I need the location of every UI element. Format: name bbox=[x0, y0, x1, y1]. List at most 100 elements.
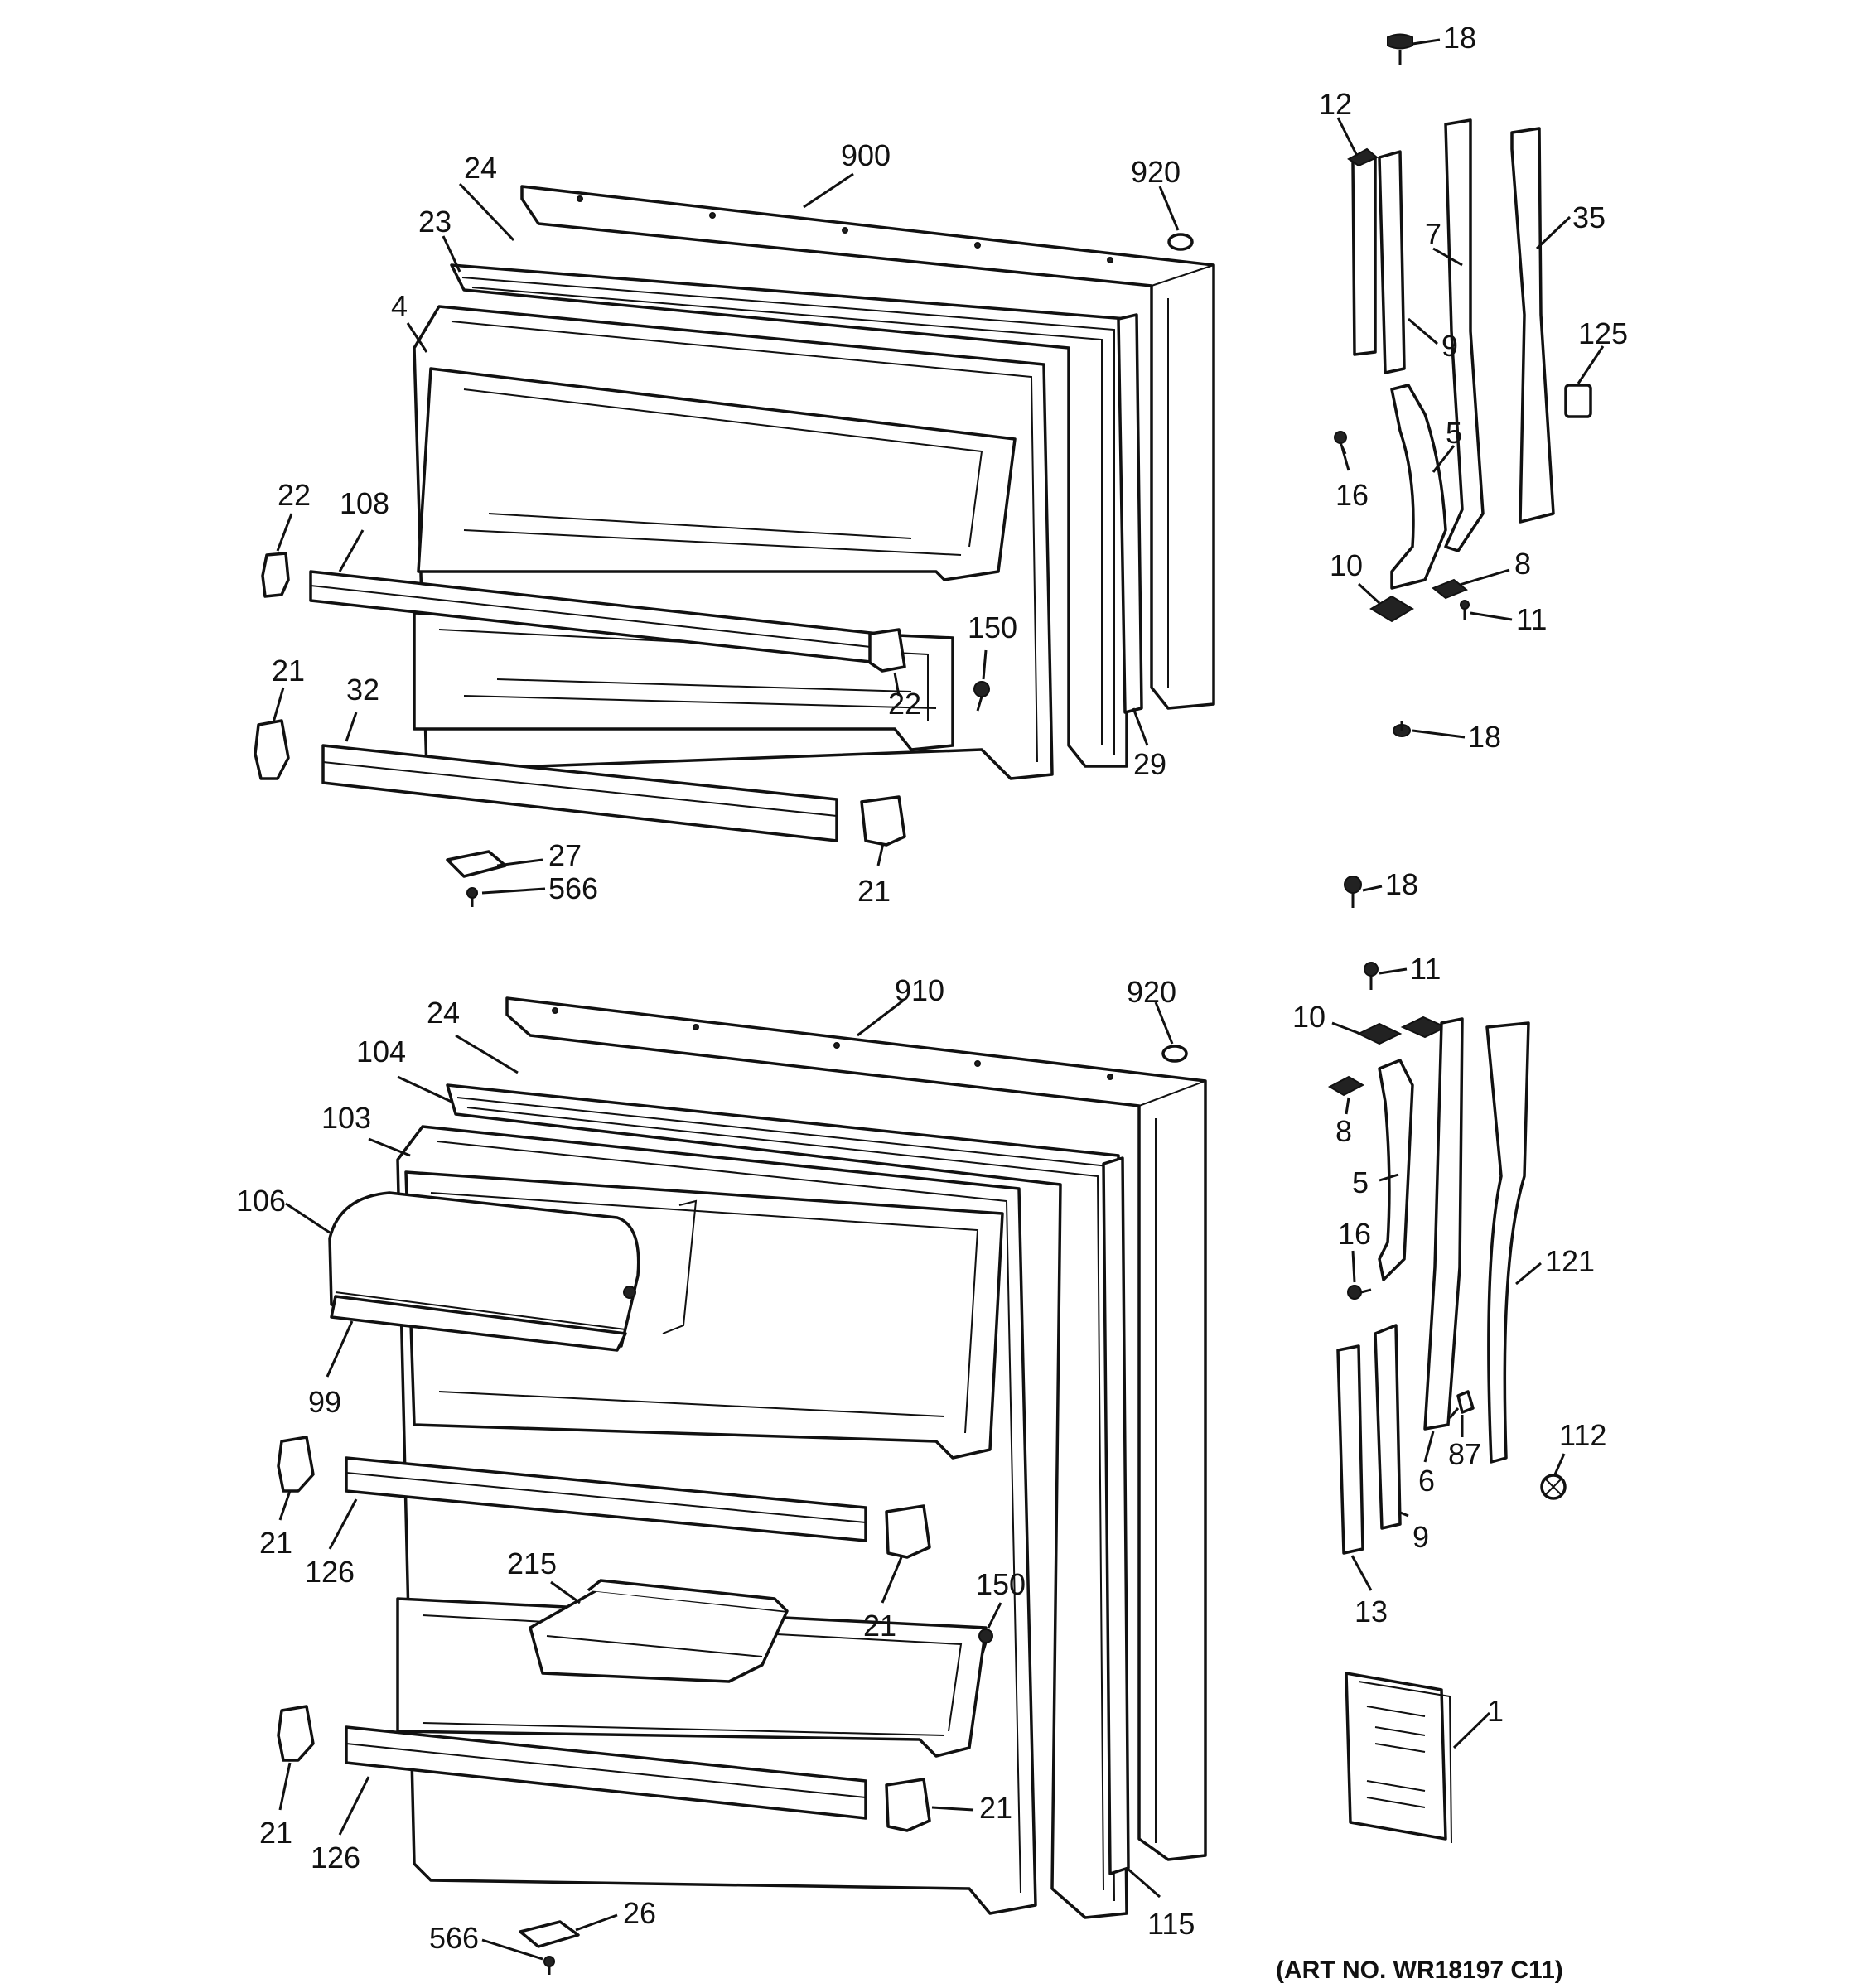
hinge-cover-9-upper bbox=[1378, 150, 1406, 374]
fresh-food-outer-door-panel bbox=[505, 996, 1207, 1861]
callout-22-right: 22 bbox=[888, 687, 921, 721]
callout-106: 106 bbox=[236, 1184, 286, 1218]
freezer-door-assembly bbox=[254, 185, 1215, 907]
shelf-end-cap-21-lower-right bbox=[885, 1778, 931, 1832]
screw-87 bbox=[1448, 1390, 1475, 1419]
callout-920: 920 bbox=[1131, 155, 1181, 189]
fresh-food-callout-labels: 910 920 24 104 103 106 99 21 126 150 215… bbox=[236, 973, 1195, 1955]
callout-21-upper-right: 21 bbox=[863, 1609, 896, 1643]
hinge-bracket-10-upper bbox=[1369, 595, 1414, 623]
callout-24: 24 bbox=[464, 151, 497, 185]
callout-29: 29 bbox=[1133, 747, 1166, 781]
hinge-arm-5-upper bbox=[1390, 384, 1447, 590]
freezer-callout-labels: 900 920 24 23 4 22 108 150 22 21 32 29 2… bbox=[272, 138, 1181, 908]
lower-hinge-callout-labels: 18 11 10 8 5 16 121 87 6 112 9 13 1 bbox=[1292, 867, 1606, 1728]
callout-566-freezer: 566 bbox=[548, 871, 598, 905]
callout-26: 26 bbox=[623, 1896, 656, 1930]
fresh-food-hole-plug bbox=[1161, 1045, 1188, 1063]
screw-18-middle bbox=[1393, 721, 1411, 737]
shelf-end-cap-21-lower-left bbox=[277, 1705, 315, 1762]
hinge-bracket-top bbox=[1400, 1016, 1448, 1039]
fresh-food-shelf-bar-upper bbox=[345, 1456, 867, 1542]
callout-10-upper: 10 bbox=[1330, 548, 1363, 582]
callout-32: 32 bbox=[346, 673, 379, 707]
callout-11-lower: 11 bbox=[1410, 952, 1441, 986]
callout-126-lower: 126 bbox=[311, 1841, 360, 1875]
freezer-screw-566 bbox=[466, 887, 478, 907]
fresh-food-door-bin bbox=[529, 1579, 789, 1683]
freezer-door-inner-shelves bbox=[413, 367, 1017, 751]
callout-900: 900 bbox=[841, 138, 891, 172]
callout-126-upper: 126 bbox=[305, 1555, 355, 1589]
callout-18-top: 18 bbox=[1443, 21, 1476, 55]
callout-566-fresh: 566 bbox=[429, 1921, 479, 1955]
callout-150-fresh: 150 bbox=[976, 1567, 1026, 1601]
hinge-shim-8-upper bbox=[1432, 578, 1468, 600]
hinge-shim-8-lower bbox=[1327, 1075, 1365, 1097]
hinge-strip-12 bbox=[1351, 156, 1377, 356]
callout-112: 112 bbox=[1559, 1418, 1606, 1452]
callout-5-lower: 5 bbox=[1352, 1165, 1369, 1199]
callout-125: 125 bbox=[1578, 316, 1628, 350]
art-number: (ART NO. WR18197 C11) bbox=[1276, 1957, 1563, 1984]
upper-hinge-callout-labels: 18 12 7 35 9 125 16 5 10 8 11 18 bbox=[1319, 21, 1628, 754]
screw-11-lower bbox=[1364, 962, 1379, 990]
callout-215: 215 bbox=[507, 1546, 557, 1580]
fresh-food-hinge-plate bbox=[519, 1920, 580, 1948]
shelf-end-cap-21-upper-left bbox=[277, 1436, 315, 1493]
callout-24-fresh: 24 bbox=[427, 996, 460, 1030]
hinge-channel-6 bbox=[1423, 1017, 1464, 1431]
shelf-end-cap-21-left bbox=[254, 719, 290, 780]
leader-lines bbox=[272, 38, 1605, 1961]
shelf-end-cap-21-upper-right bbox=[885, 1504, 931, 1559]
dairy-compartment-door bbox=[328, 1191, 640, 1352]
callout-21-upper-left: 21 bbox=[259, 1526, 292, 1560]
callout-21-lower-right: 21 bbox=[979, 1791, 1012, 1825]
callout-108: 108 bbox=[340, 486, 389, 520]
callout-9-lower: 9 bbox=[1412, 1520, 1429, 1554]
lower-hinge-parts bbox=[1327, 876, 1567, 1844]
hinge-channel-7 bbox=[1444, 118, 1485, 552]
top-screw-18 bbox=[1387, 33, 1413, 65]
callout-7: 7 bbox=[1425, 217, 1441, 251]
callout-103: 103 bbox=[321, 1101, 371, 1135]
callout-8-upper: 8 bbox=[1514, 547, 1531, 581]
hinge-cover-9-lower bbox=[1374, 1324, 1402, 1530]
callout-21-freezer-left: 21 bbox=[272, 654, 305, 688]
fresh-food-screw-150 bbox=[978, 1629, 993, 1654]
hinge-arm-5-lower bbox=[1378, 1059, 1414, 1281]
callout-22-left: 22 bbox=[278, 478, 311, 512]
fresh-food-shelf-bar-lower bbox=[345, 1725, 867, 1820]
callout-18-lower: 18 bbox=[1385, 867, 1418, 901]
freezer-breaker-strip bbox=[1117, 313, 1143, 714]
callout-21-freezer-right: 21 bbox=[857, 874, 891, 908]
hinge-bracket-10-lower bbox=[1356, 1022, 1403, 1045]
callout-1: 1 bbox=[1487, 1694, 1504, 1728]
upper-hinge-parts bbox=[1334, 33, 1592, 737]
freezer-lower-shelf-bar bbox=[321, 744, 838, 842]
hinge-cap-112 bbox=[1540, 1474, 1567, 1500]
shelf-end-cap-22-left bbox=[261, 552, 290, 598]
callout-23: 23 bbox=[418, 205, 452, 239]
callout-920-fresh: 920 bbox=[1127, 975, 1176, 1009]
callout-99: 99 bbox=[308, 1385, 341, 1419]
callout-8-lower: 8 bbox=[1335, 1114, 1352, 1148]
callout-18-middle: 18 bbox=[1468, 720, 1501, 754]
freezer-hinge-plate bbox=[446, 850, 507, 878]
callout-87: 87 bbox=[1448, 1437, 1481, 1471]
owners-manual-1 bbox=[1345, 1672, 1452, 1844]
fresh-food-screw-566 bbox=[543, 1956, 555, 1975]
callout-27: 27 bbox=[548, 838, 582, 872]
screw-18-lower bbox=[1344, 876, 1362, 908]
callout-16-upper: 16 bbox=[1335, 478, 1369, 512]
callout-115: 115 bbox=[1147, 1907, 1195, 1941]
screw-16-lower bbox=[1347, 1285, 1372, 1300]
callout-12: 12 bbox=[1319, 87, 1352, 121]
callout-35: 35 bbox=[1572, 200, 1606, 234]
hinge-strip-12-cap bbox=[1347, 147, 1379, 167]
shelf-end-cap-22-right bbox=[868, 628, 906, 673]
hinge-cap-125 bbox=[1564, 384, 1592, 418]
callout-4: 4 bbox=[391, 289, 408, 323]
callout-104: 104 bbox=[356, 1035, 406, 1069]
